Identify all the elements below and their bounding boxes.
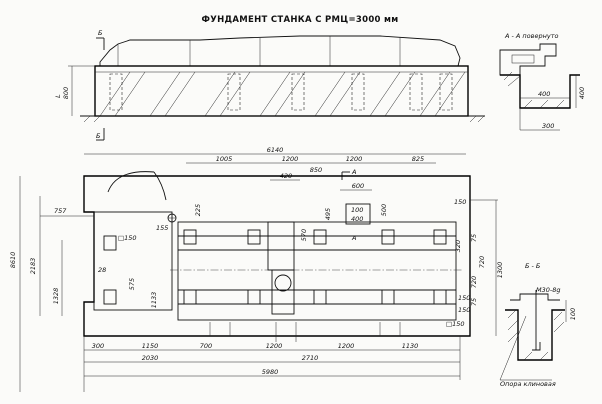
plan-dim-1150: 1150 bbox=[142, 342, 159, 350]
plan-dim-600: 600 bbox=[352, 182, 364, 190]
plan-dim-1200-a: 1200 bbox=[282, 155, 299, 163]
plan-dim-700: 700 bbox=[200, 342, 212, 350]
anchor-pockets bbox=[109, 73, 453, 111]
plan-dim-2183: 2183 bbox=[29, 258, 37, 275]
carriage-lower bbox=[271, 269, 295, 315]
headstock-area bbox=[93, 211, 173, 311]
plan-foundation-outline bbox=[83, 175, 471, 337]
small-box bbox=[345, 203, 371, 225]
plan-dim-1133: 1133 bbox=[150, 292, 158, 309]
plan-square-150-b: □150 bbox=[446, 320, 465, 328]
section-a-marker-bottom: А bbox=[351, 234, 356, 242]
plan-dim-300: 300 bbox=[92, 342, 104, 350]
elevation-view: 800 L Б Б bbox=[54, 29, 485, 141]
chuck-swing-arc bbox=[107, 171, 155, 193]
plan-dim-757: 757 bbox=[54, 207, 67, 215]
plan-dim-1328: 1328 bbox=[52, 288, 60, 305]
carriage-upper bbox=[267, 221, 295, 271]
plan-dim-400: 400 bbox=[351, 215, 363, 223]
plan-dim-155: 155 bbox=[156, 224, 168, 232]
plan-dim-75-a: 75 bbox=[470, 234, 478, 242]
plan-view: 6140 1005 1200 1200 825 420 850 600 А bbox=[9, 146, 504, 392]
plan-dim-1300: 1300 bbox=[496, 262, 504, 279]
plan-dim-1200-c: 1200 bbox=[266, 342, 283, 350]
plan-dim-150-low: 150 bbox=[458, 306, 470, 314]
plan-dim-825: 825 bbox=[412, 155, 424, 163]
plan-dim-575: 575 bbox=[128, 278, 136, 290]
drawing-title: ФУНДАМЕНТ СТАНКА С РМЦ=3000 мм bbox=[202, 15, 399, 25]
plan-dim-320: 320 bbox=[454, 240, 462, 252]
plan-dim-2030: 2030 bbox=[142, 354, 159, 362]
section-bb-bolt-label: М30-8g bbox=[536, 286, 561, 294]
section-b-marker-bottom: Б bbox=[96, 132, 101, 140]
elevation-level-mark: L bbox=[54, 94, 62, 98]
section-aa-dim-400-v: 400 bbox=[578, 87, 586, 99]
plan-dim-720-a: 720 bbox=[478, 256, 486, 268]
carriage-wheel bbox=[274, 274, 292, 292]
plan-dim-1200-d: 1200 bbox=[338, 342, 355, 350]
section-bb-title: Б - Б bbox=[525, 262, 541, 270]
elevation-height-dim: 800 bbox=[62, 87, 70, 99]
plan-dim-500: 500 bbox=[380, 204, 388, 216]
plan-dim-570: 570 bbox=[300, 229, 308, 241]
foundation-block bbox=[94, 65, 469, 117]
plan-dim-6140: 6140 bbox=[267, 146, 284, 154]
plan-dim-5980: 5980 bbox=[262, 368, 279, 376]
section-bb-support-label: Опора клиновая bbox=[500, 380, 556, 388]
section-a-marker-top: А bbox=[351, 168, 356, 176]
plan-dim-225: 225 bbox=[194, 204, 202, 216]
plan-square-150-a: □150 bbox=[118, 234, 137, 242]
plan-dim-495: 495 bbox=[324, 208, 332, 220]
section-bb-dim-100: 100 bbox=[569, 308, 577, 320]
foundation-hatching bbox=[99, 71, 466, 117]
section-aa-dim-400-h: 400 bbox=[538, 90, 550, 98]
plan-dim-720-b: 720 bbox=[470, 276, 478, 288]
bottom-supports bbox=[209, 322, 401, 342]
plan-dim-1130: 1130 bbox=[402, 342, 419, 350]
section-bb-view: Б - Б М30-8g 100 Опора клиновая bbox=[499, 262, 577, 388]
machine-silhouette bbox=[99, 35, 461, 67]
plan-dim-8610: 8610 bbox=[9, 252, 17, 269]
plan-dim-1005: 1005 bbox=[216, 155, 233, 163]
bed-area bbox=[177, 221, 457, 321]
section-b-marker-top: Б bbox=[98, 29, 103, 37]
section-aa-view: А - А повернуто 400 400 300 bbox=[499, 32, 586, 131]
section-aa-dim-300: 300 bbox=[542, 122, 554, 130]
plan-dim-850: 850 bbox=[310, 166, 322, 174]
plan-dim-28: 28 bbox=[98, 266, 106, 274]
plan-dim-150-mid: 150 bbox=[458, 294, 470, 302]
plan-dim-150-top: 150 bbox=[454, 198, 466, 206]
plan-dim-75-b: 75 bbox=[470, 298, 478, 306]
plan-dim-100: 100 bbox=[351, 206, 363, 214]
section-aa-title: А - А повернуто bbox=[504, 32, 559, 40]
plan-dim-1200-b: 1200 bbox=[346, 155, 363, 163]
plan-dim-2710: 2710 bbox=[302, 354, 319, 362]
anchor-bolt-squares bbox=[103, 229, 447, 305]
